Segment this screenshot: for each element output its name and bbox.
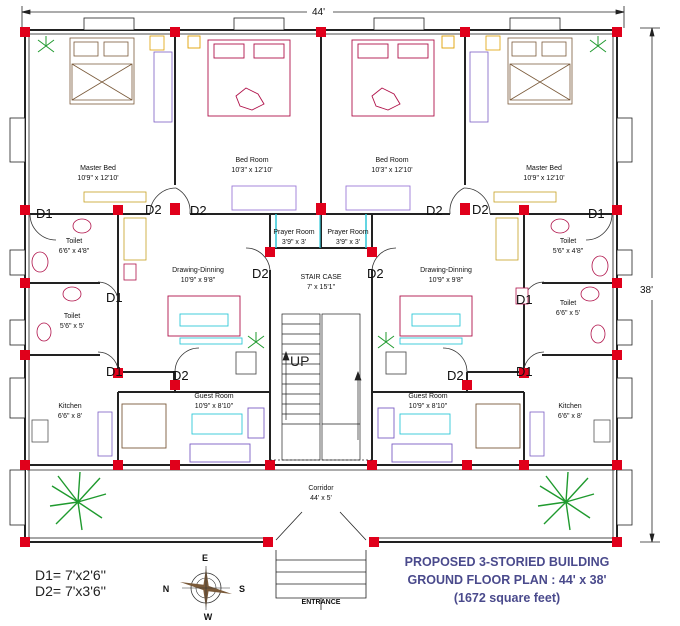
bed-room-left-size: 10'3" x 12'10' bbox=[231, 167, 272, 174]
guest-right-furniture bbox=[377, 403, 521, 463]
drawing-left-name: Drawing-Dinning bbox=[172, 267, 224, 274]
small-plants bbox=[37, 36, 607, 349]
door-label-d2: D2 bbox=[472, 202, 489, 217]
entrance-steps bbox=[275, 511, 367, 610]
prayer-left-name: Prayer Room bbox=[273, 229, 314, 236]
door-label-d2: D2 bbox=[145, 202, 162, 217]
corridor-name: Corridor bbox=[308, 485, 334, 492]
fixtures-right bbox=[495, 217, 611, 457]
staircase bbox=[270, 313, 372, 461]
door-label-d2: D2 bbox=[172, 368, 189, 383]
door-label-d2: D2 bbox=[367, 266, 384, 281]
kitchen-left-size: 6'6" x 8' bbox=[58, 413, 82, 420]
drawing-right-furniture bbox=[385, 295, 473, 375]
guest-left-name: Guest Room bbox=[194, 393, 233, 400]
compass-icon bbox=[180, 566, 232, 610]
prayer-left-size: 3'9" x 3' bbox=[282, 239, 306, 246]
drawing-right-name: Drawing-Dinning bbox=[420, 267, 472, 274]
toilet-right-b-name: Toilet bbox=[560, 300, 576, 307]
guest-right-size: 10'9" x 8'10" bbox=[409, 403, 448, 410]
toilet-right-b-size: 6'6" x 5' bbox=[556, 310, 580, 317]
toilet-left-a-name: Toilet bbox=[66, 238, 82, 245]
door-label-d1: D1 bbox=[516, 292, 533, 307]
guest-left-size: 10'9" x 8'10" bbox=[195, 403, 234, 410]
columns bbox=[20, 27, 622, 547]
drawing-left-furniture bbox=[167, 295, 257, 375]
legend-d1: D1= 7'x2'6'' bbox=[35, 567, 106, 583]
master-bed-right-size: 10'9" x 12'10' bbox=[523, 175, 564, 182]
windows bbox=[9, 17, 633, 526]
toilet-left-a-size: 6'6" x 4'8" bbox=[59, 248, 90, 255]
guest-left-furniture bbox=[121, 403, 265, 463]
door-label-d1: D1 bbox=[106, 290, 123, 305]
title-line3: (1672 square feet) bbox=[454, 591, 560, 605]
bed-room-right-size: 10'3" x 12'10' bbox=[371, 167, 412, 174]
entrance-label: ENTRANCE bbox=[302, 599, 341, 606]
kitchen-right-size: 6'6" x 8' bbox=[558, 413, 582, 420]
master-bed-right-furniture bbox=[469, 35, 573, 203]
drawing-right-size: 10'9" x 9'8" bbox=[429, 277, 464, 284]
prayer-right-name: Prayer Room bbox=[327, 229, 368, 236]
plan-title: PROPOSED 3-STORIED BUILDING GROUND FLOOR… bbox=[405, 555, 610, 605]
title-line1: PROPOSED 3-STORIED BUILDING bbox=[405, 555, 610, 569]
door-label-d1: D1 bbox=[106, 364, 123, 379]
guest-right-name: Guest Room bbox=[408, 393, 447, 400]
depth-label: 38' bbox=[640, 285, 653, 296]
door-label-d1: D1 bbox=[588, 206, 605, 221]
bed-room-left-name: Bed Room bbox=[235, 157, 268, 164]
plant-left bbox=[49, 471, 107, 531]
legend-d2: D2= 7'x3'6'' bbox=[35, 583, 106, 599]
fixtures-left bbox=[31, 217, 147, 457]
compass-s: S bbox=[239, 584, 245, 594]
door-label-d1: D1 bbox=[516, 364, 533, 379]
bed-room-right-furniture bbox=[345, 35, 455, 211]
kitchen-left-name: Kitchen bbox=[58, 403, 81, 410]
compass-w: W bbox=[204, 612, 213, 622]
toilet-right-a-size: 5'6" x 4'8" bbox=[553, 248, 584, 255]
door-labels: D1 D2 D2 D2 D2 D1 D1 D1 D1 D1 D2 D2 D2 D… bbox=[36, 202, 605, 383]
door-label-d2: D2 bbox=[426, 203, 443, 218]
title-line2: GROUND FLOOR PLAN : 44' x 38' bbox=[407, 573, 606, 587]
door-swings bbox=[29, 187, 613, 373]
stair-up-label: UP bbox=[290, 353, 309, 369]
plant-right bbox=[537, 471, 595, 531]
toilet-left-b-name: Toilet bbox=[64, 313, 80, 320]
prayer-right-size: 3'9" x 3' bbox=[336, 239, 360, 246]
door-label-d2: D2 bbox=[447, 368, 464, 383]
compass-e: E bbox=[202, 553, 208, 563]
width-label: 44' bbox=[312, 7, 325, 18]
master-bed-right-name: Master Bed bbox=[526, 165, 562, 172]
compass-n: N bbox=[163, 584, 170, 594]
master-bed-left-name: Master Bed bbox=[80, 165, 116, 172]
door-label-d2: D2 bbox=[252, 266, 269, 281]
master-bed-left-furniture bbox=[69, 35, 173, 203]
master-bed-left-size: 10'9" x 12'10' bbox=[77, 175, 118, 182]
corridor-size: 44' x 5' bbox=[310, 495, 332, 502]
bed-room-left-furniture bbox=[187, 35, 297, 211]
drawing-left-size: 10'9" x 9'8" bbox=[181, 277, 216, 284]
door-label-d1: D1 bbox=[36, 206, 53, 221]
toilet-left-b-size: 5'6" x 5' bbox=[60, 323, 84, 330]
kitchen-right-name: Kitchen bbox=[558, 403, 581, 410]
door-label-d2: D2 bbox=[190, 203, 207, 218]
toilet-right-a-name: Toilet bbox=[560, 238, 576, 245]
stair-name: STAIR CASE bbox=[300, 274, 341, 281]
bed-room-right-name: Bed Room bbox=[375, 157, 408, 164]
stair-size: 7' x 15'1" bbox=[307, 284, 336, 291]
room-labels: Master Bed 10'9" x 12'10' Bed Room 10'3"… bbox=[58, 157, 584, 502]
